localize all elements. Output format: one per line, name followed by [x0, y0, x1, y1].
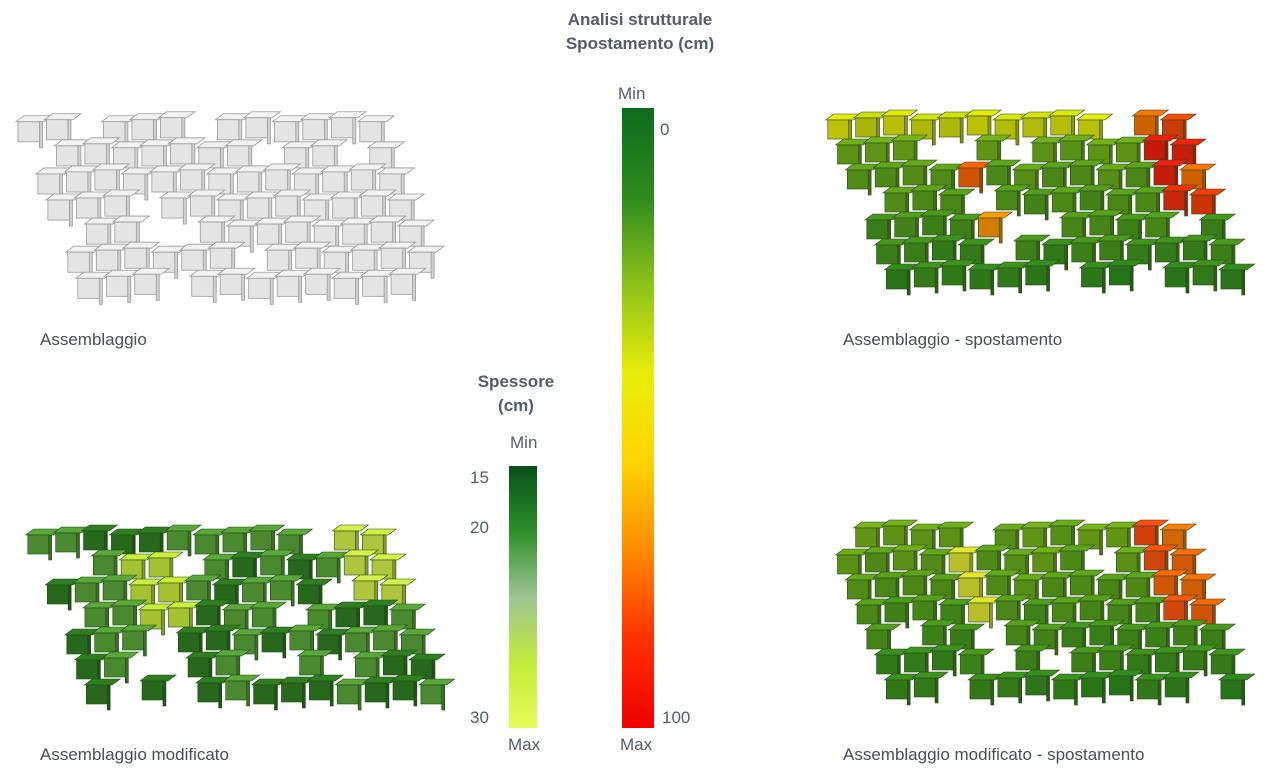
caption-assemblaggio: Assemblaggio: [40, 330, 147, 349]
caption-assemblaggio-modificato-spostamento: Assemblaggio modificato - spostamento: [843, 745, 1145, 764]
displacement-title-line2: Spostamento (cm): [565, 34, 715, 53]
thickness-title-line1: Spessore: [477, 372, 555, 391]
thickness-max-label: Max: [508, 735, 541, 754]
thickness-tick-20: 20: [470, 518, 489, 537]
model-assemblaggio-modificato: [24, 524, 456, 711]
displacement-max-label: Max: [620, 735, 653, 754]
displacement-min-label: Min: [618, 84, 646, 103]
thickness-min-label: Min: [510, 433, 538, 452]
displacement-color-bar: [622, 108, 654, 728]
displacement-title-line1: Analisi strutturale: [567, 10, 713, 29]
thickness-tick-15: 15: [470, 468, 489, 487]
thickness-color-bar: [509, 466, 537, 728]
model-assemblaggio: [14, 111, 446, 305]
caption-assemblaggio-modificato: Assemblaggio modificato: [40, 745, 229, 764]
displacement-tick-max: 100: [662, 708, 691, 727]
model-assemblaggio-modificato-spostamento: [834, 519, 1256, 706]
thickness-title-line2: (cm): [498, 396, 534, 415]
thickness-tick-30: 30: [470, 708, 489, 727]
thickness-legend-title: Spessore (cm): [470, 370, 562, 418]
model-assemblaggio-spostamento: [824, 109, 1256, 296]
displacement-legend-title: Analisi strutturale Spostamento (cm): [520, 8, 760, 56]
caption-assemblaggio-spostamento: Assemblaggio - spostamento: [843, 330, 1063, 349]
displacement-tick-min: 0: [660, 120, 670, 139]
